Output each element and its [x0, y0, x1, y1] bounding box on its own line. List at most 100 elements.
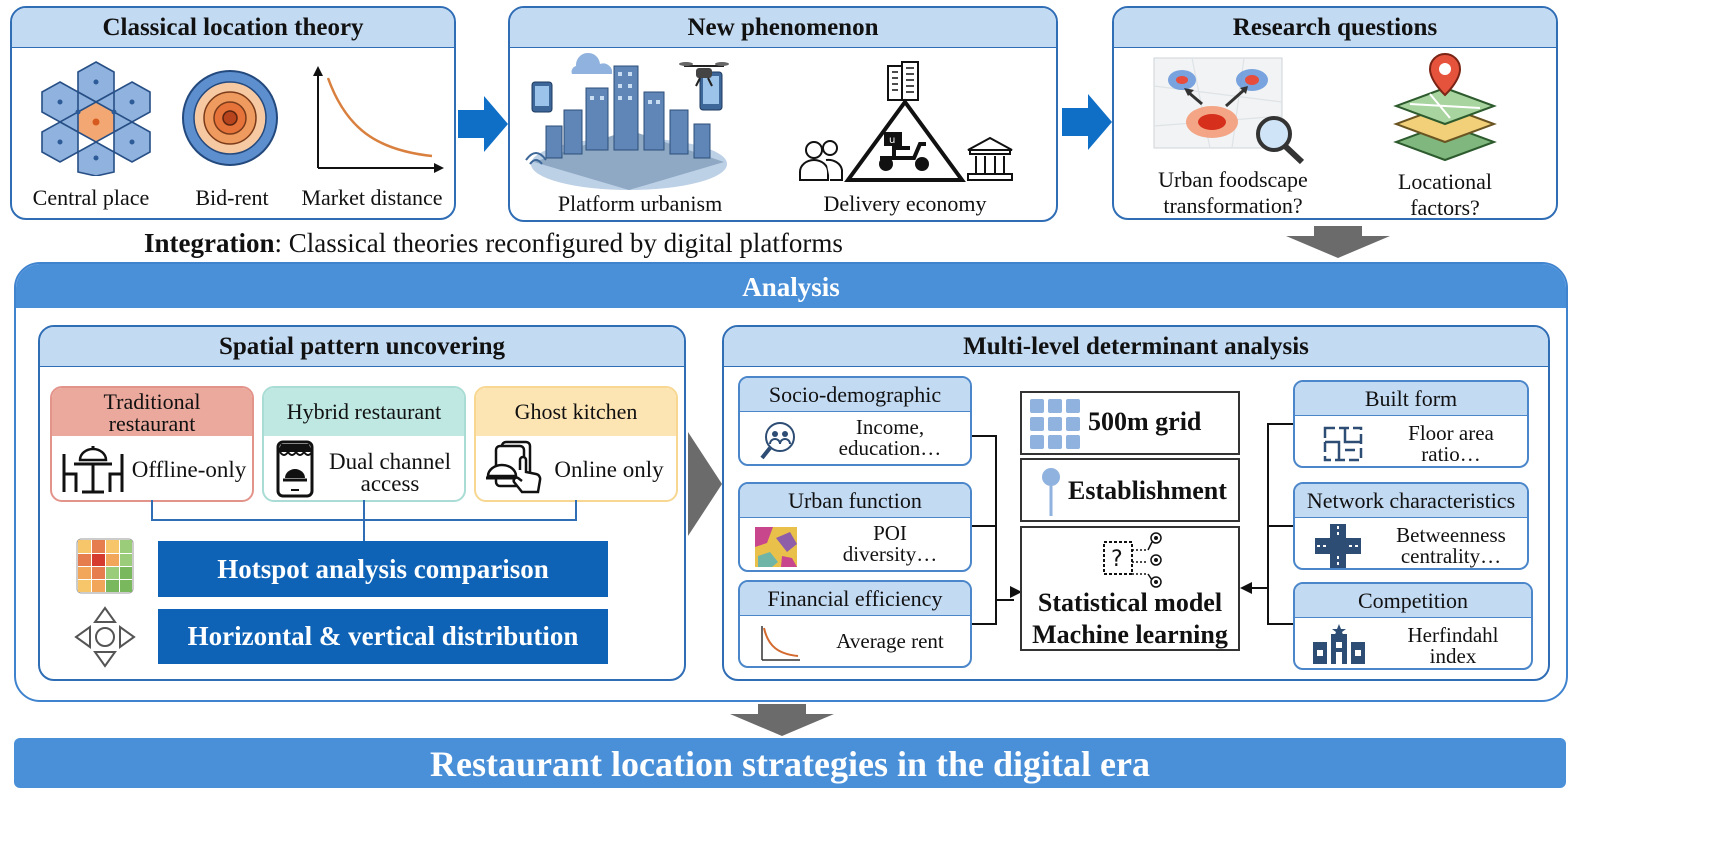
mobile-storefront-icon: [276, 440, 314, 498]
ghost-kitchen-head: Ghost kitchen: [476, 388, 676, 436]
down-arrow-icon: [730, 704, 834, 736]
establishment-label: Establishment: [1068, 476, 1227, 505]
built-form-head: Built form: [1295, 382, 1527, 416]
financial-efficiency-line1: Average rent: [836, 629, 944, 653]
down-arrow-icon: [1286, 226, 1390, 258]
left-factors-connector: [972, 435, 1022, 625]
network-characteristics-head: Network characteristics: [1295, 484, 1527, 518]
grid-heatmap-icon: [76, 538, 134, 594]
competition-factor: Competition Herfindahl index: [1293, 582, 1533, 670]
model-label-line2: Machine learning: [1032, 620, 1228, 649]
drone-icon: [679, 62, 729, 87]
locational-question-line1: Locational: [1397, 169, 1493, 194]
hotspot-analysis-bar: Hotspot analysis comparison: [158, 541, 608, 597]
hybrid-restaurant-card: Hybrid restaurant Dual channel access: [262, 386, 466, 502]
traditional-restaurant-card: Traditional restaurant Offline-only: [50, 386, 254, 502]
svg-text:?: ?: [1111, 547, 1123, 572]
platform-urbanism-label: Platform urbanism: [557, 191, 723, 216]
competition-head: Competition: [1295, 584, 1531, 618]
location-pin-icon: [1042, 468, 1060, 516]
socio-demographic-line1: Income,: [855, 415, 925, 439]
cards-connector: [151, 500, 577, 544]
socio-demographic-head: Socio-demographic: [740, 378, 970, 412]
hybrid-restaurant-head: Hybrid restaurant: [264, 388, 464, 436]
competing-stores-icon: [1313, 624, 1365, 664]
right-factors-connector: [1240, 423, 1294, 625]
office-building-icon: [887, 61, 919, 101]
grid-unit-box: 500m grid: [1020, 391, 1240, 455]
new-phenomenon-title: New phenomenon: [510, 8, 1056, 48]
new-phenomenon-panel: New phenomenon: [508, 6, 1058, 222]
grid-cells-icon: [1030, 399, 1080, 449]
research-questions-panel: Research questions Urban foodscape trans…: [1112, 6, 1558, 220]
built-form-line1: Floor area: [1408, 421, 1494, 445]
classical-theory-panel: Classical location theory: [10, 6, 456, 220]
outcome-title: Restaurant location strategies in the di…: [430, 744, 1150, 784]
population-search-icon: [760, 422, 795, 460]
directional-arrows-icon: [74, 606, 136, 668]
model-question-icon: ?: [1103, 532, 1162, 588]
grid-unit-label: 500m grid: [1088, 407, 1202, 436]
people-icon: [799, 140, 843, 181]
urban-function-factor: Urban function POI diversity…: [738, 482, 972, 572]
model-label-line1: Statistical model: [1037, 588, 1223, 617]
competition-line2: index: [1429, 644, 1477, 668]
financial-efficiency-factor: Financial efficiency Average rent: [738, 580, 972, 668]
central-place-label: Central place: [32, 185, 150, 210]
dining-table-icon: [62, 446, 124, 494]
right-arrow-icon: [458, 96, 508, 152]
urban-function-line1: POI: [873, 521, 907, 545]
delivery-economy-label: Delivery economy: [823, 191, 987, 216]
analysis-title: Analysis: [742, 272, 840, 302]
urban-function-line2: diversity…: [842, 542, 938, 566]
market-distance-icon: [313, 66, 444, 173]
model-box: ? Statistical model Machine learning: [1020, 526, 1240, 651]
online-order-hand-icon: [486, 440, 542, 494]
foodscape-question-line1: Urban foodscape: [1158, 167, 1308, 192]
svg-text:u: u: [889, 135, 895, 146]
traditional-head-line2: restaurant: [108, 411, 196, 436]
smart-city-icon: [525, 52, 727, 190]
integration-keyword: Integration: [144, 228, 275, 258]
ghost-kitchen-card: Ghost kitchen Online only: [474, 386, 678, 502]
market-distance-label: Market distance: [301, 185, 443, 210]
distribution-bar: Horizontal & vertical distribution: [158, 609, 608, 664]
hybrid-desc-line1: Dual channel: [329, 449, 451, 474]
network-characteristics-line1: Betweenness: [1396, 523, 1506, 547]
classical-theory-title: Classical location theory: [12, 8, 454, 48]
analysis-header: Analysis: [16, 264, 1566, 308]
hybrid-desc-line2: access: [360, 471, 420, 496]
ghost-desc: Online only: [554, 457, 664, 482]
integration-text: : Classical theories reconfigured by dig…: [274, 228, 843, 258]
hybrid-head-line1: Hybrid restaurant: [286, 399, 442, 424]
heatmap-magnifier-icon: [1153, 57, 1305, 165]
multilevel-title: Multi-level determinant analysis: [724, 327, 1548, 367]
right-arrow-icon: [1062, 94, 1112, 150]
right-arrow-icon: [688, 432, 722, 536]
socio-demographic-factor: Socio-demographic Income, education…: [738, 376, 972, 466]
land-use-map-icon: [755, 527, 797, 567]
delivery-scooter-icon: u: [844, 98, 966, 182]
bid-rent-icon: [182, 70, 278, 166]
map-layers-pin-icon: [1393, 52, 1497, 162]
spatial-pattern-title: Spatial pattern uncovering: [40, 327, 684, 367]
locational-question-line2: factors?: [1410, 195, 1480, 220]
foodscape-question-line2: transformation?: [1163, 193, 1303, 218]
traditional-head-line1: Traditional: [103, 389, 201, 414]
road-intersection-icon: [1315, 524, 1361, 568]
urban-function-head: Urban function: [740, 484, 970, 518]
government-building-icon: [967, 136, 1013, 181]
outcome-banner: Restaurant location strategies in the di…: [14, 738, 1566, 788]
research-questions-title: Research questions: [1114, 8, 1556, 48]
establishment-box: Establishment: [1020, 458, 1240, 522]
built-form-factor: Built form Floor area ratio…: [1293, 380, 1529, 468]
traditional-desc: Offline-only: [131, 457, 247, 482]
ghost-head-line1: Ghost kitchen: [514, 399, 638, 424]
network-characteristics-line2: centrality…: [1400, 544, 1502, 568]
bid-rent-label: Bid-rent: [195, 185, 269, 210]
integration-statement: Integration: Classical theories reconfig…: [144, 228, 843, 258]
network-characteristics-factor: Network characteristics Betweenness cent…: [1293, 482, 1529, 570]
financial-efficiency-head: Financial efficiency: [740, 582, 970, 616]
built-form-line2: ratio…: [1421, 442, 1481, 466]
socio-demographic-line2: education…: [838, 436, 942, 460]
